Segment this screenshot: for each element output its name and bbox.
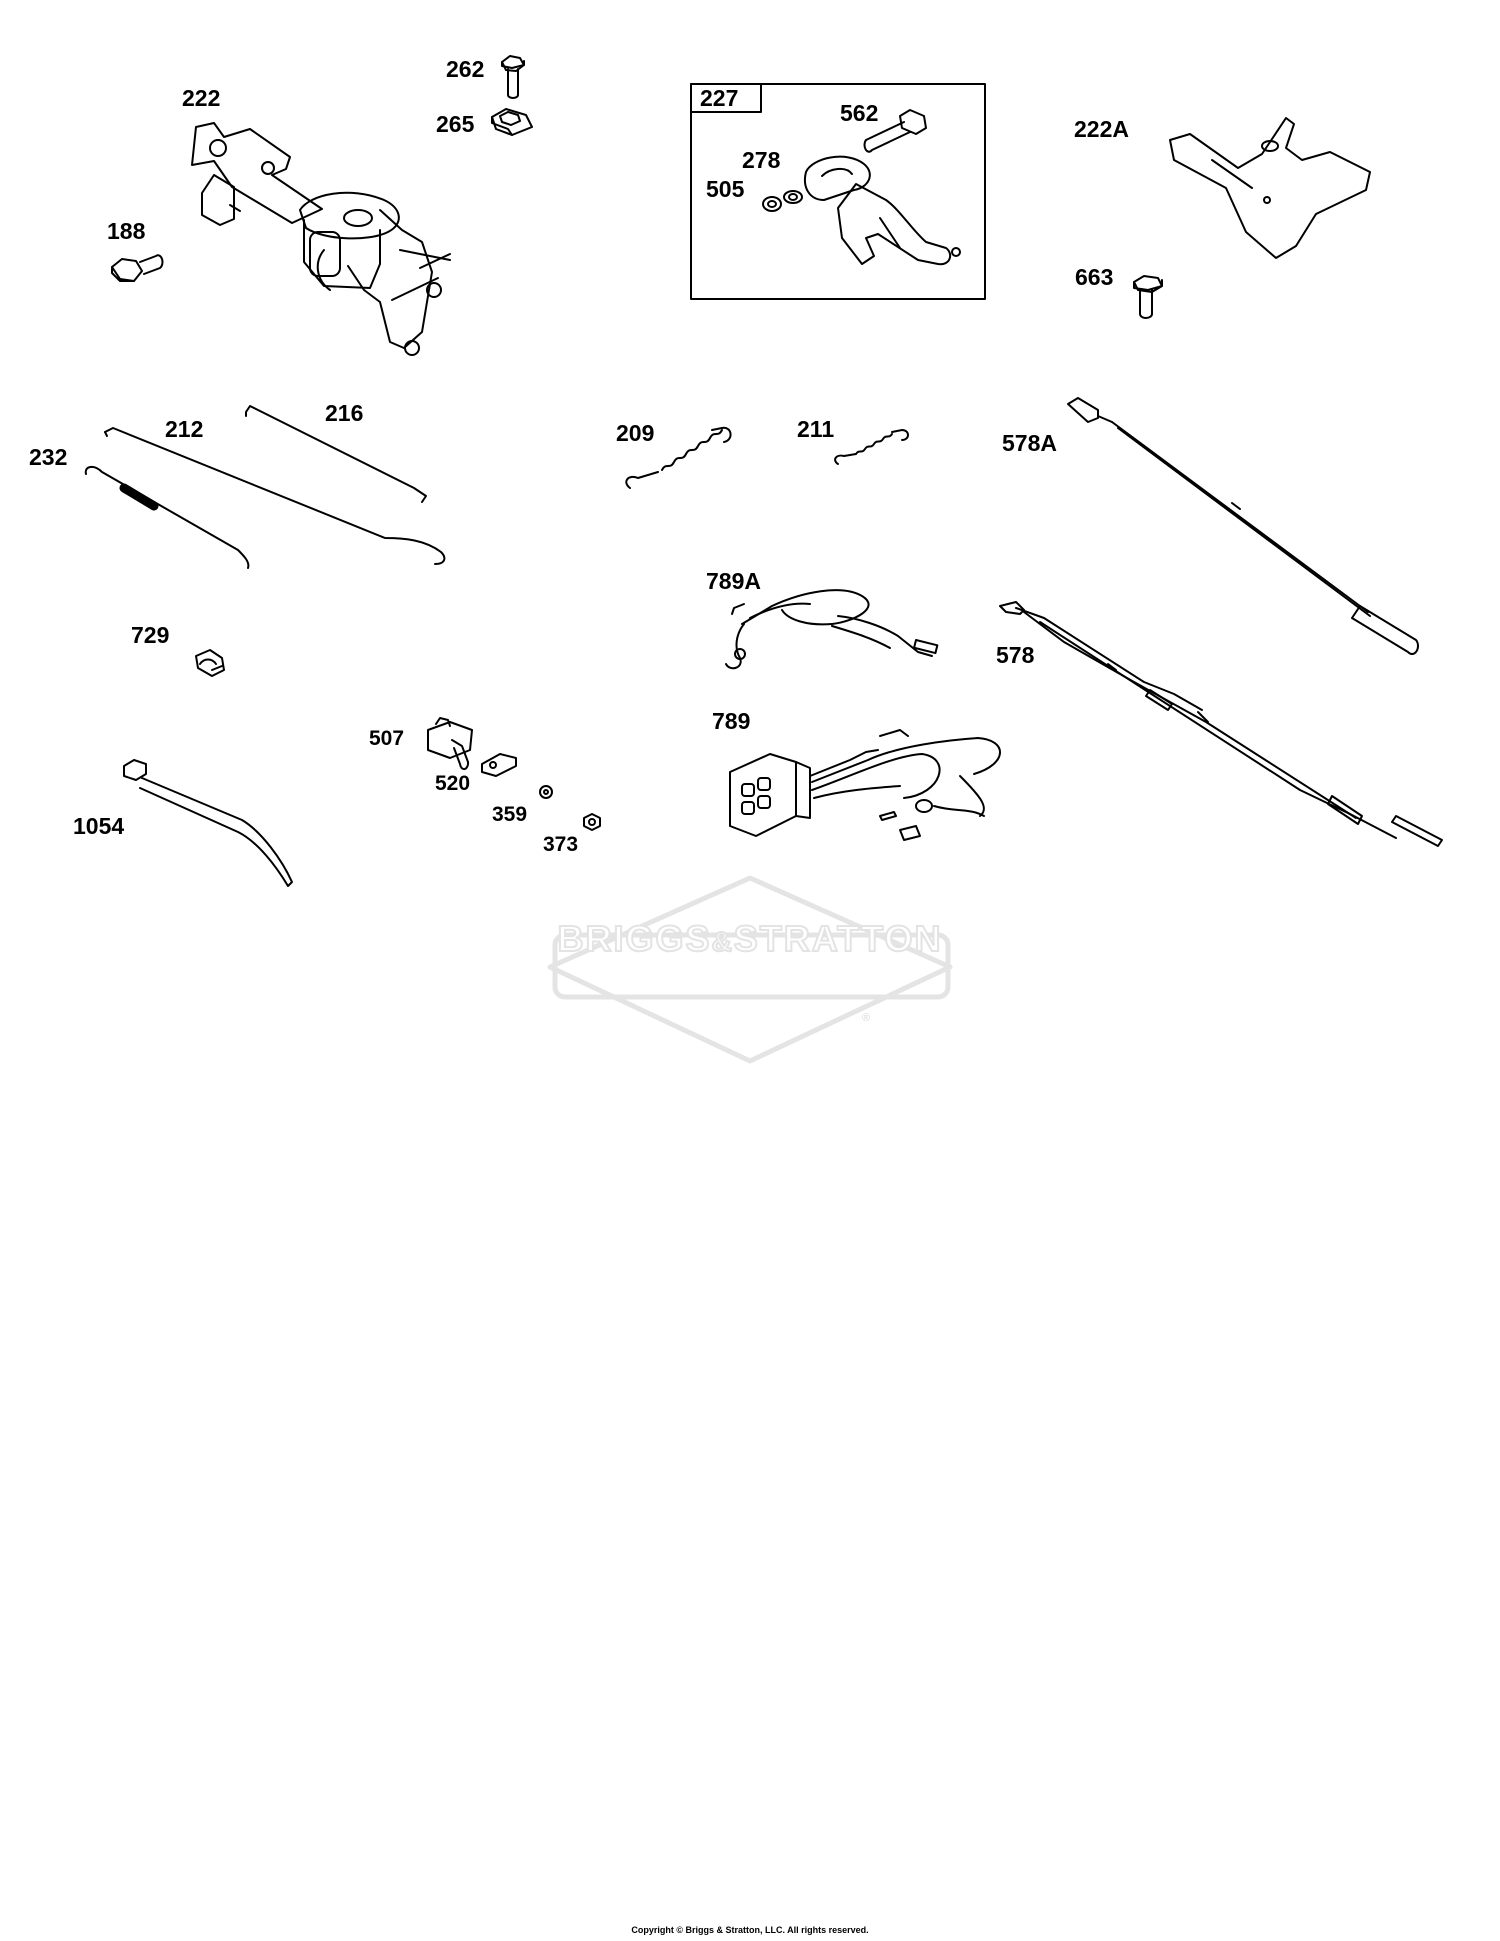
brand-watermark-logo (547, 875, 953, 1064)
rod-212 (104, 427, 446, 565)
part-label-578A: 578A (1002, 430, 1057, 456)
bolt-663 (1133, 275, 1163, 319)
part-label-211: 211 (797, 416, 835, 442)
part-label-373: 373 (543, 833, 579, 856)
brand-watermark-text: BRIGGS&STRATTON (553, 917, 947, 960)
nut-373 (583, 813, 601, 831)
bolt-262 (501, 55, 525, 99)
bracket-222A (1169, 117, 1371, 259)
part-label-278: 278 (742, 147, 781, 173)
washer-278-inner (788, 193, 798, 201)
brand-watermark-amp: & (711, 925, 734, 958)
part-label-507: 507 (369, 727, 405, 750)
part-label-216: 216 (325, 400, 364, 426)
clip-265 (491, 108, 533, 136)
part-label-520: 520 (435, 772, 471, 795)
harness-789A (725, 589, 939, 670)
part-label-789: 789 (712, 708, 751, 734)
assembly-box-227 (690, 83, 986, 300)
rod-216 (245, 405, 427, 503)
part-label-222A: 222A (1074, 116, 1129, 142)
assembly-box-227-tab (690, 83, 762, 113)
part-label-265: 265 (436, 111, 475, 137)
washer-359-inner (543, 789, 549, 795)
part-label-505: 505 (706, 176, 745, 202)
part-label-212: 212 (165, 416, 204, 442)
brand-watermark-registered: ® (862, 1012, 871, 1024)
part-label-232: 232 (29, 444, 68, 470)
governor-bracket-222 (191, 122, 451, 356)
part-label-222: 222 (182, 85, 221, 111)
wire-578A (1067, 397, 1420, 655)
part-label-578: 578 (996, 642, 1035, 668)
part-label-209: 209 (616, 420, 655, 446)
nut-505 (762, 196, 782, 212)
pin-562 (863, 109, 927, 153)
cable-tie-1054 (123, 759, 293, 887)
harness-789 (729, 729, 1001, 841)
part-label-789A: 789A (706, 568, 761, 594)
copyright-notice: Copyright © Briggs & Stratton, LLC. All … (631, 1925, 869, 1935)
switch-507 (427, 717, 473, 771)
bracket-520 (481, 753, 517, 777)
washer-359 (539, 785, 553, 799)
washer-278 (783, 190, 803, 204)
spring-211 (834, 429, 909, 465)
part-label-188: 188 (107, 218, 146, 244)
part-label-262: 262 (446, 56, 485, 82)
part-label-562: 562 (840, 100, 879, 126)
clip-729 (195, 649, 225, 677)
bolt-188 (111, 254, 164, 282)
part-label-227: 227 (700, 85, 739, 111)
lever-227 (804, 155, 961, 266)
part-label-663: 663 (1075, 264, 1114, 290)
nut-505-inner (767, 200, 777, 208)
brand-watermark-left: BRIGGS (557, 917, 712, 960)
harness-578 (999, 601, 1443, 847)
spring-209 (625, 426, 732, 489)
brand-watermark-right: STRATTON (733, 917, 943, 960)
part-label-729: 729 (131, 622, 170, 648)
part-label-359: 359 (492, 803, 528, 826)
part-label-1054: 1054 (73, 813, 125, 839)
spring-232 (84, 466, 250, 569)
